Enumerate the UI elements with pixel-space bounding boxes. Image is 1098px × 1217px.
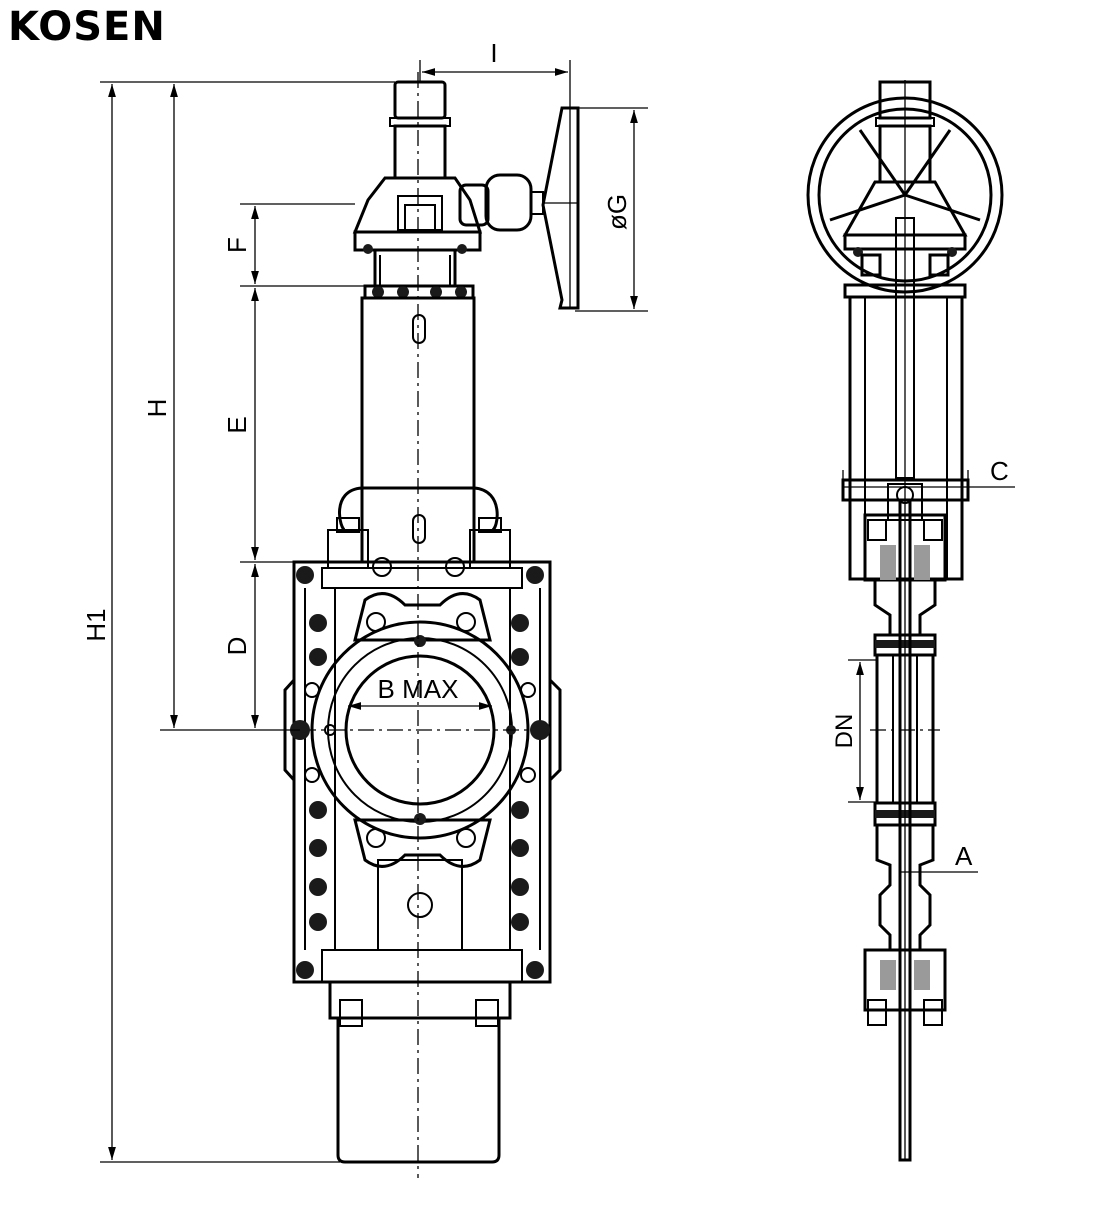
- dim-label-E: E: [222, 416, 252, 433]
- dim-label-F: F: [222, 237, 252, 253]
- side-dimensions: DN C A: [831, 456, 1015, 880]
- dim-label-H1: H1: [81, 608, 111, 641]
- dim-label-B-max: B MAX: [378, 674, 459, 704]
- kosen-logo: KOSEN: [8, 4, 166, 50]
- side-view: [806, 80, 1004, 1162]
- dim-label-I: I: [490, 38, 497, 68]
- dim-label-C: C: [990, 456, 1009, 486]
- dim-label-G: øG: [602, 194, 632, 230]
- front-dimensions: H1 H F E D øG I B MAX: [81, 38, 648, 1163]
- dim-label-D: D: [222, 637, 252, 656]
- dim-label-H: H: [142, 399, 172, 418]
- front-view: [283, 72, 580, 1178]
- front-bolt-row-right: [511, 566, 550, 979]
- dim-label-DN: DN: [831, 714, 858, 749]
- dim-label-A: A: [955, 841, 973, 871]
